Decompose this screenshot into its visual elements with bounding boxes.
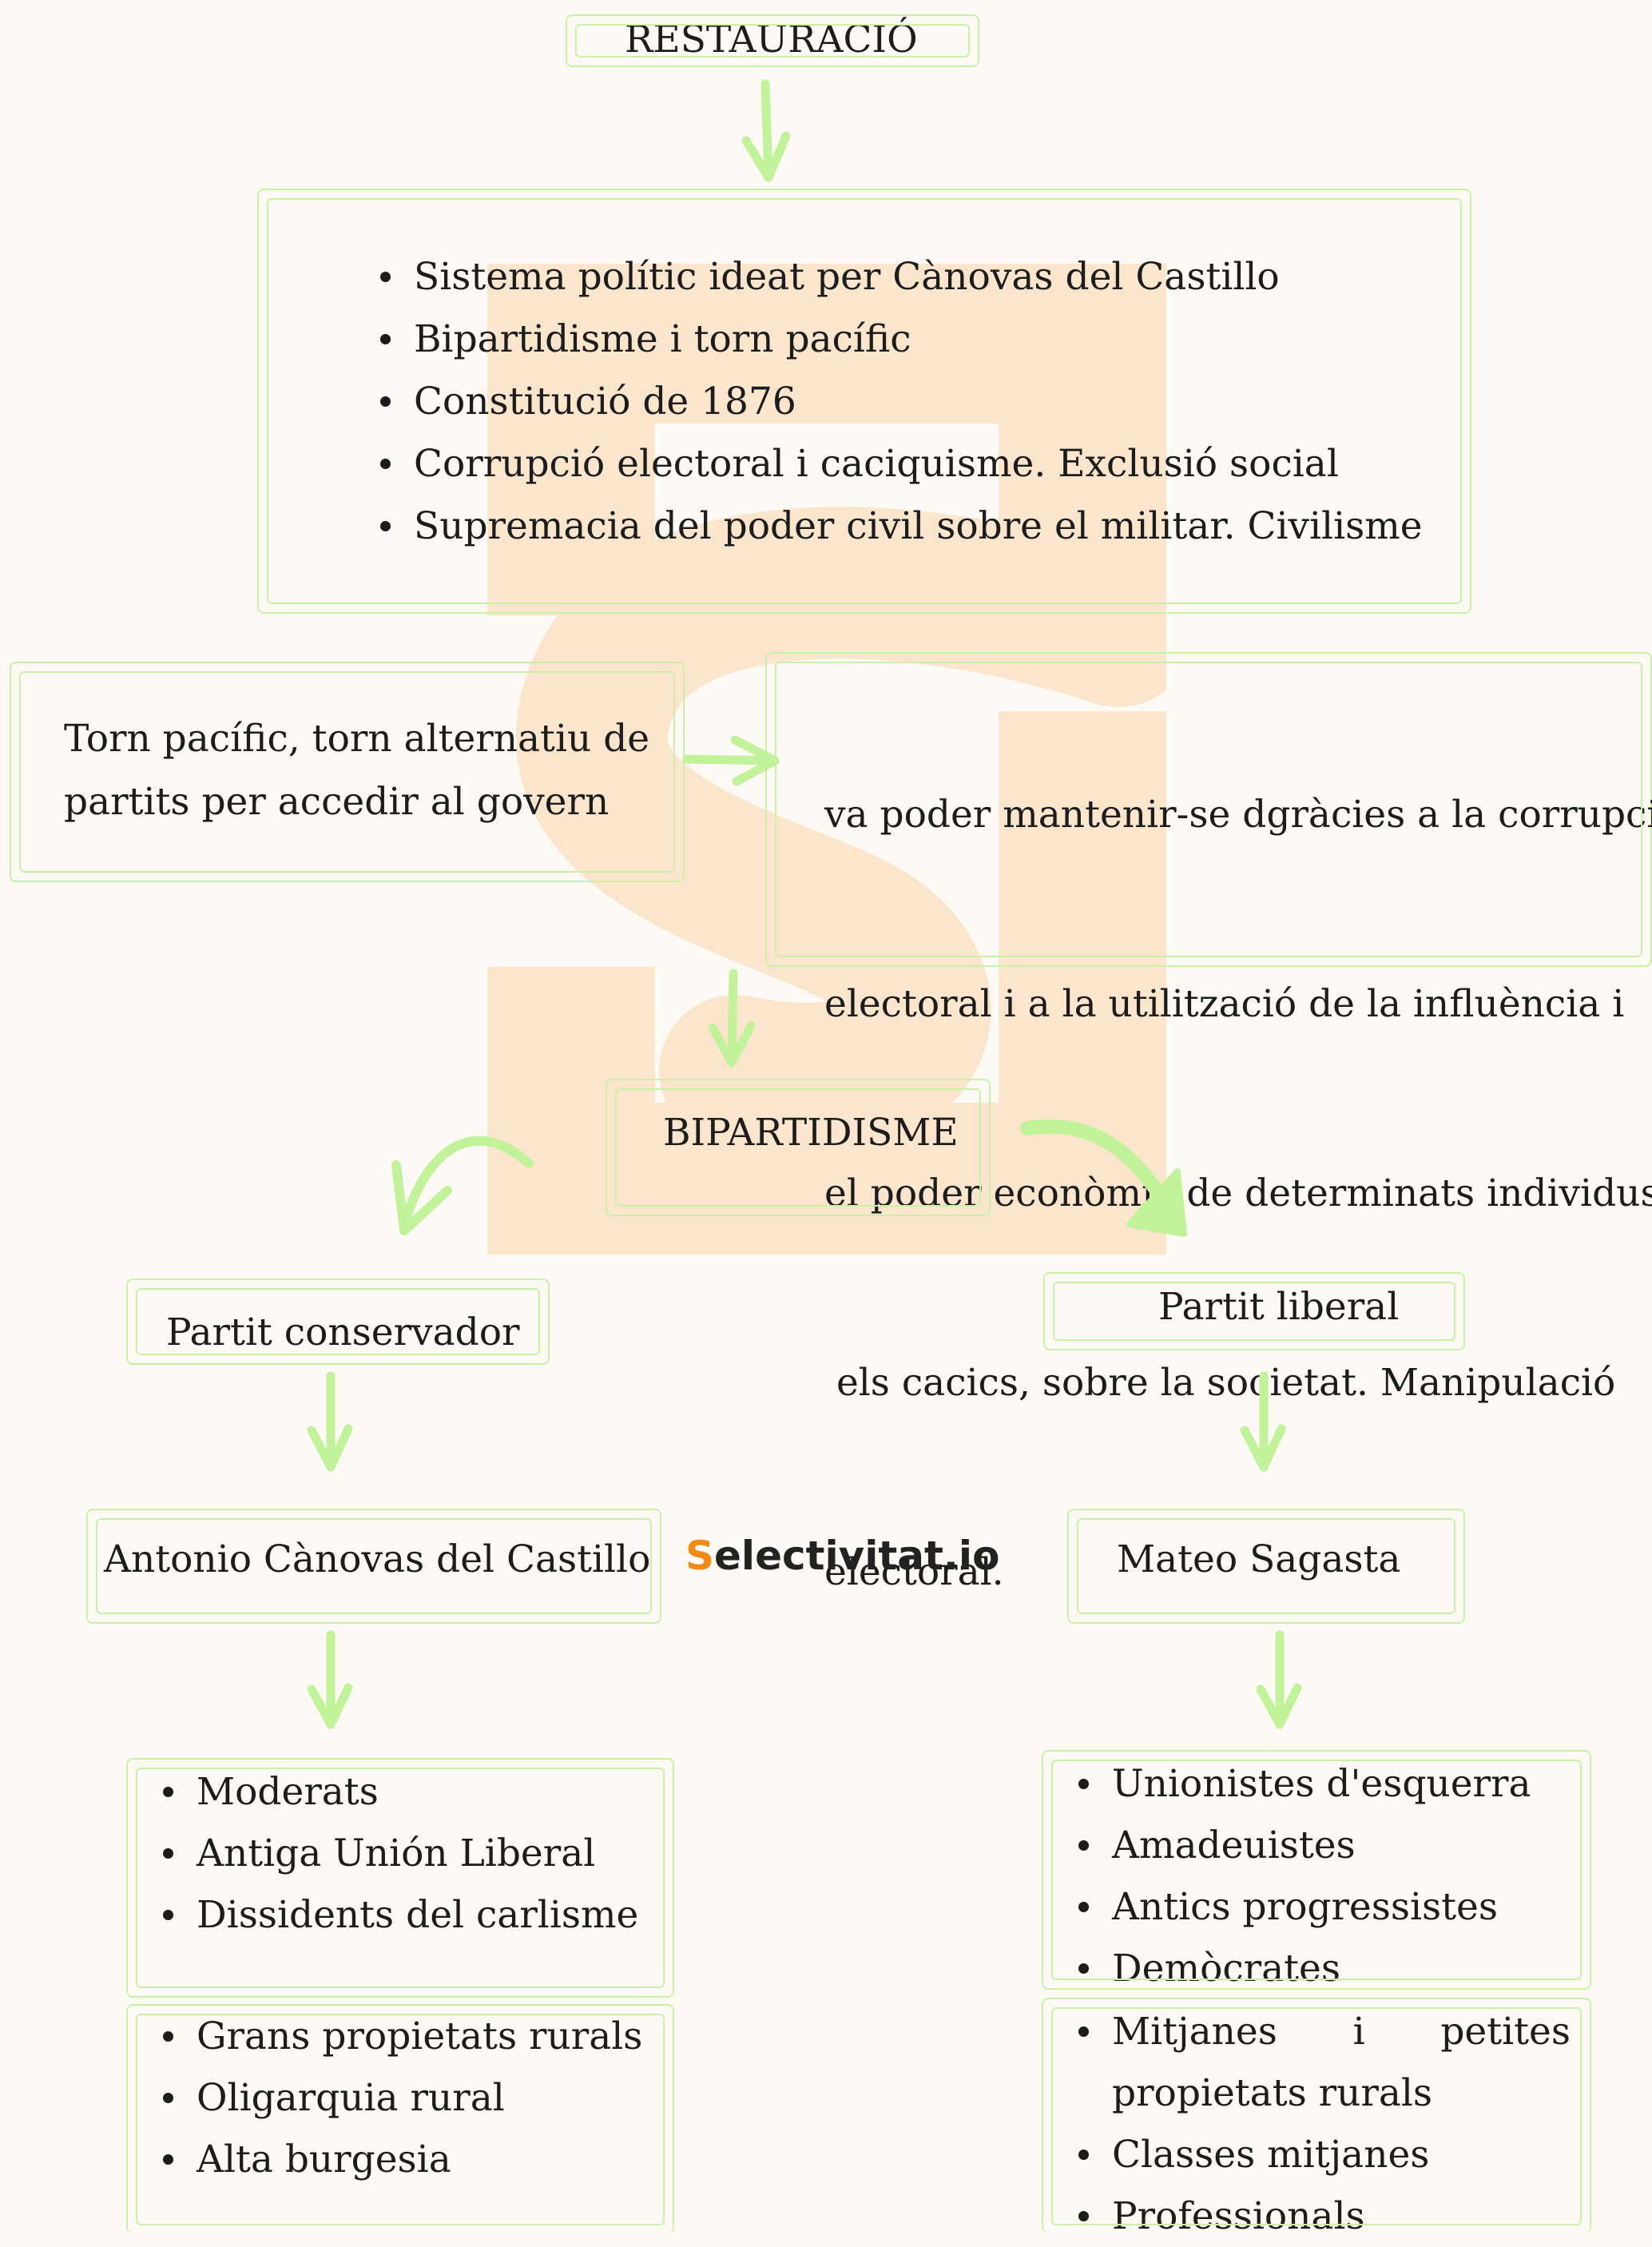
conservative-leader-name: Antonio Cànovas del Castillo (104, 1537, 651, 1581)
torn-pacific-text: Torn pacífic, torn alternatiu de partits… (64, 707, 649, 833)
list-item: Supremacia del poder civil sobre el mili… (377, 495, 1423, 558)
conservative-party-box: Partit conservador (126, 1279, 550, 1365)
liberal-social-box: Mitjanes i petites propietats rurals Cla… (1042, 1998, 1591, 2238)
maintenance-line-1: va poder mantenir-se dgràcies a la corru… (824, 793, 1652, 837)
liberal-leader-box: Mateo Sagasta (1067, 1509, 1465, 1624)
down-arrow-icon (1256, 1630, 1302, 1729)
list-item: Classes mitjanes (1075, 2124, 1571, 2185)
down-arrow-icon (1240, 1371, 1286, 1472)
list-item: Unionistes d'esquerra (1075, 1753, 1531, 1815)
maintenance-line-5: electoral. (824, 1550, 1004, 1594)
list-item: Dissidents del carlisme (160, 1884, 638, 1946)
list-item: Bipartidisme i torn pacífic (377, 308, 1423, 371)
list-item: Moderats (160, 1761, 638, 1823)
list-item: Grans propietats rurals (160, 2006, 642, 2067)
conservative-groups-box: Moderats Antiga Unión Liberal Dissidents… (126, 1758, 674, 1998)
right-arrow-icon (682, 735, 780, 786)
overview-box: Sistema polític ideat per Cànovas del Ca… (257, 189, 1471, 614)
overview-list: Sistema polític ideat per Cànovas del Ca… (377, 246, 1423, 558)
list-item: Alta burgesia (160, 2129, 642, 2190)
torn-pacific-box: Torn pacífic, torn alternatiu de partits… (10, 662, 685, 882)
conservative-party-label: Partit conservador (166, 1310, 520, 1354)
torn-line-1: Torn pacífic, torn alternatiu de (64, 717, 650, 761)
liberal-groups-list: Unionistes d'esquerra Amadeuistes Antics… (1075, 1753, 1531, 1999)
liberal-groups-box: Unionistes d'esquerra Amadeuistes Antics… (1042, 1750, 1591, 1990)
curved-right-arrow-icon (1020, 1119, 1187, 1237)
maintenance-line-4: els cacics, sobre la societat. Manipulac… (824, 1361, 1616, 1405)
maintenance-line-2: electoral i a la utilització de la influ… (824, 982, 1625, 1026)
conservative-leader-box: Antonio Cànovas del Castillo (86, 1509, 661, 1624)
down-arrow-icon (741, 79, 791, 182)
list-item: Corrupció electoral i caciquisme. Exclus… (377, 433, 1423, 495)
bipartidisme-box: BIPARTIDISME (606, 1079, 991, 1216)
selectivitat-logo: Selectivitat.io (685, 1533, 1000, 1579)
down-arrow-icon (307, 1630, 353, 1729)
conservative-social-box: Grans propietats rurals Oligarquia rural… (126, 2004, 674, 2233)
down-arrow-icon (708, 968, 756, 1068)
title-text: RESTAURACIÓ (625, 18, 918, 62)
conservative-groups-list: Moderats Antiga Unión Liberal Dissidents… (160, 1761, 638, 1946)
list-item: Constitució de 1876 (377, 371, 1423, 433)
liberal-party-label: Partit liberal (1158, 1285, 1400, 1329)
title-box: RESTAURACIÓ (566, 14, 979, 67)
list-item: Sistema polític ideat per Cànovas del Ca… (377, 246, 1423, 308)
watermark-logo (487, 264, 1166, 1255)
list-item: Mitjanes i petites propietats rurals (1075, 2001, 1571, 2124)
liberal-party-box: Partit liberal (1043, 1272, 1465, 1350)
curved-left-arrow-icon (391, 1135, 534, 1235)
down-arrow-icon (307, 1371, 353, 1472)
list-item: Antics progressistes (1075, 1876, 1531, 1938)
liberal-leader-name: Mateo Sagasta (1117, 1537, 1401, 1581)
torn-line-2: partits per accedir al govern (64, 780, 610, 824)
list-item: Professionals (1075, 2185, 1571, 2247)
bipartidisme-text: BIPARTIDISME (663, 1111, 959, 1155)
liberal-social-list: Mitjanes i petites propietats rurals Cla… (1075, 2001, 1571, 2247)
list-item: Antiga Unión Liberal (160, 1823, 638, 1884)
list-item: Amadeuistes (1075, 1815, 1531, 1876)
list-item: Oligarquia rural (160, 2067, 642, 2129)
conservative-social-list: Grans propietats rurals Oligarquia rural… (160, 2006, 642, 2190)
list-item: Demòcrates (1075, 1938, 1531, 1999)
